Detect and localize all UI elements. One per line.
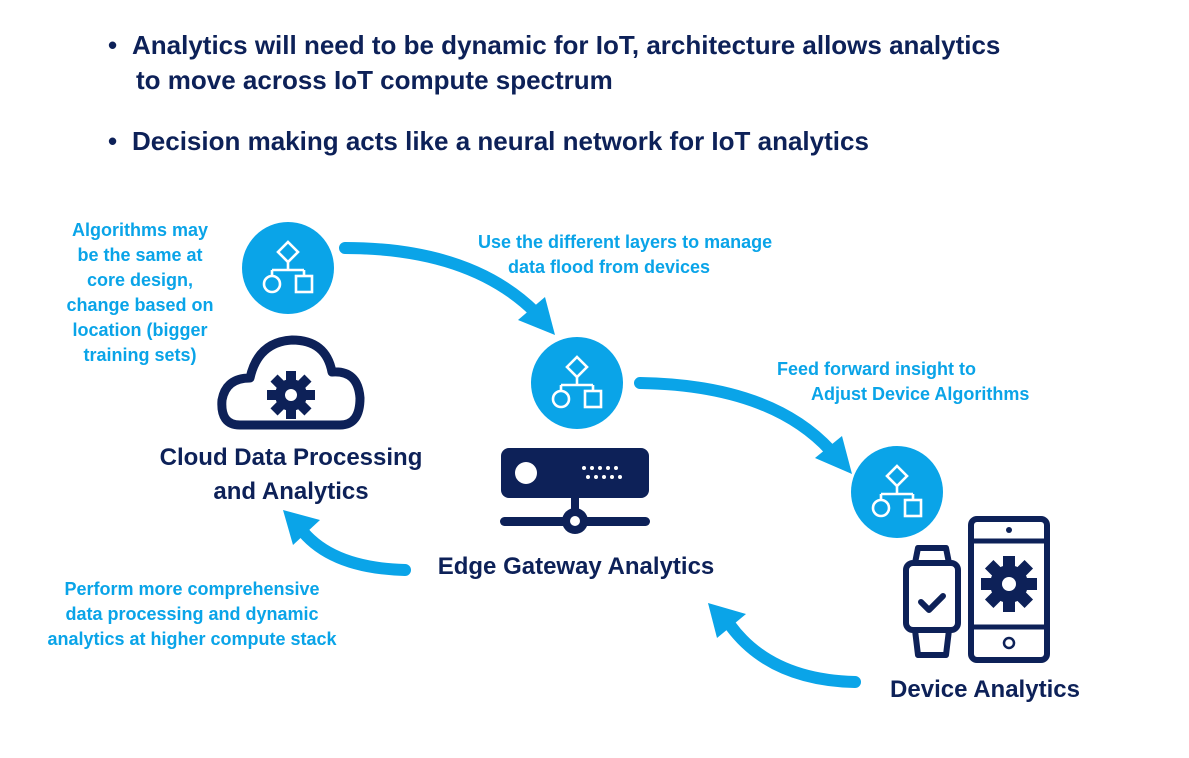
bullet-1: • Analytics will need to be dynamic for … — [108, 28, 1001, 98]
note-line: data processing and dynamic — [65, 604, 319, 624]
note-line: location (bigger — [72, 320, 208, 340]
arrow-device-to-edge — [708, 603, 861, 688]
arrow-edge-to-device — [634, 377, 852, 474]
note-line: be the same at — [77, 245, 203, 265]
note-line: Perform more comprehensive — [64, 579, 320, 599]
algorithm-flow-icon — [851, 446, 943, 538]
note-line: data flood from devices — [508, 257, 711, 277]
arrow-edge-to-cloud — [283, 510, 411, 576]
algorithm-flow-icon — [531, 337, 623, 429]
smartphone-icon — [968, 516, 1050, 663]
note-line: Use the different layers to manage — [478, 232, 773, 252]
note-perform: Perform more comprehensive data processi… — [22, 577, 362, 652]
cloud-label-line-2: and Analytics — [213, 478, 369, 505]
device-label: Device Analytics — [890, 676, 1080, 703]
cloud-label-line-1: Cloud Data Processing — [159, 444, 423, 471]
note-feed-forward: Feed forward insight to Adjust Device Al… — [777, 357, 1029, 407]
note-line: core design, — [86, 270, 194, 290]
bullet-1-line-1: Analytics will need to be dynamic for Io… — [132, 30, 1001, 60]
edge-label: Edge Gateway Analytics — [437, 553, 715, 580]
arrow-cloud-to-edge — [339, 242, 555, 335]
server-gateway-icon — [500, 448, 650, 534]
cloud-label: Cloud Data Processing and Analytics — [140, 441, 442, 509]
note-line: Feed forward insight to — [777, 359, 977, 379]
bullet-dot: • — [108, 126, 118, 156]
note-algorithms: Algorithms may be the same at core desig… — [40, 218, 240, 368]
note-line: Algorithms may — [71, 220, 209, 240]
note-line: Adjust Device Algorithms — [811, 384, 1030, 404]
cloud-gear-icon — [217, 335, 365, 430]
note-layers: Use the different layers to manage data … — [478, 230, 772, 280]
bullet-1-line-2: to move across IoT compute spectrum — [136, 65, 613, 95]
smartwatch-icon — [903, 545, 961, 658]
algorithm-flow-icon — [242, 222, 334, 314]
note-line: change based on — [66, 295, 214, 315]
bullet-dot: • — [108, 30, 118, 60]
bullet-2-line-1: Decision making acts like a neural netwo… — [132, 126, 869, 156]
note-line: training sets) — [83, 345, 197, 365]
note-line: analytics at higher compute stack — [47, 629, 337, 649]
bullet-2: • Decision making acts like a neural net… — [108, 124, 869, 159]
